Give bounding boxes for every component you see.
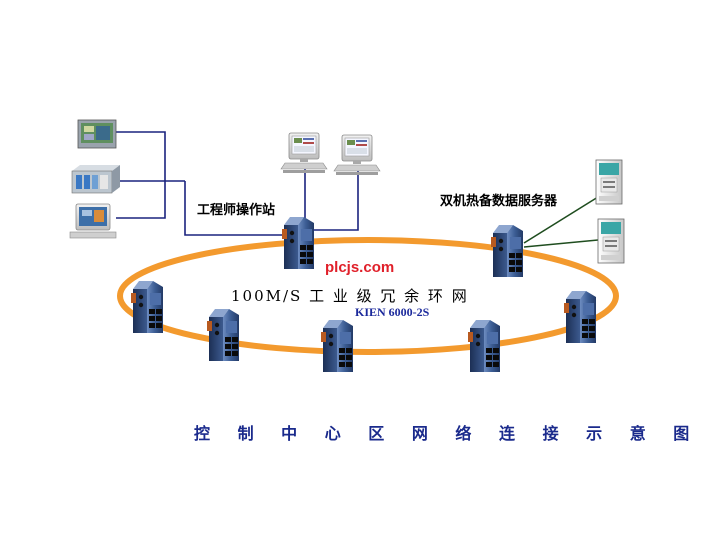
workstation-icon [280,132,328,174]
engineer-station-label: 工程师操作站 [197,203,276,218]
switch-icon [564,291,596,343]
switch-icon [491,225,523,277]
server-icon [597,218,625,264]
switch-icon [282,217,314,269]
switch-icon [131,281,163,333]
workstation-icon [69,203,117,239]
engineer-cables [116,131,359,236]
redundant-ring [117,237,619,355]
switch-icon [468,320,500,372]
server-label: 双机热备数据服务器 [440,194,558,209]
switch-model-label: KIEN 6000-2S [355,305,430,319]
workstation-icon [333,134,381,176]
server-icon [595,159,623,205]
watermark-text: plcjs.com [325,259,395,276]
switch-icon [207,309,239,361]
ring-title: 100M/S 工 业 级 冗 余 环 网 [231,287,469,305]
switch-icon [321,320,353,372]
panel-pc-icon [77,119,117,149]
diagram-caption: 控 制 中 心 区 网 络 连 接 示 意 图 [194,424,701,443]
server-links [523,196,599,248]
plc-rack-icon [71,165,120,194]
